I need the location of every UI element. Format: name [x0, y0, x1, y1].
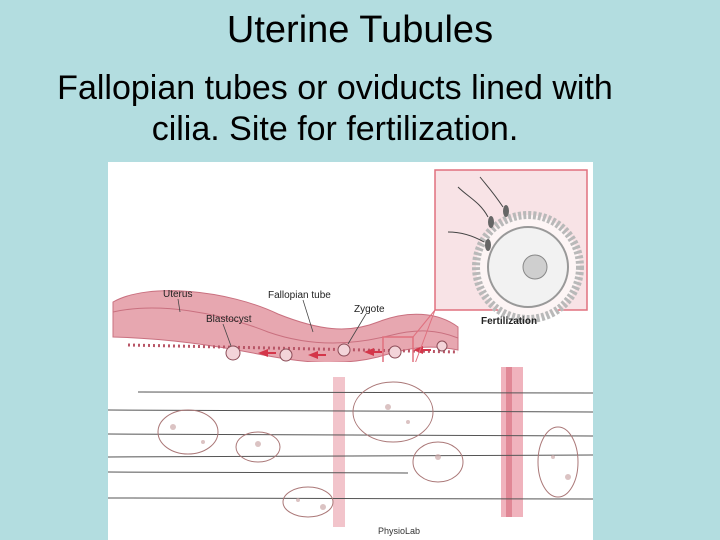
egg-nucleus [522, 254, 548, 280]
fertilization-diagram: Fertilization Uterus Fallopian tube Blas… [108, 169, 593, 540]
embryo-cell [337, 343, 351, 357]
slide-body-text: Fallopian tubes or oviducts lined with c… [57, 69, 613, 148]
movement-arrows [258, 346, 431, 359]
zygote-leader [347, 313, 367, 345]
zoom-line [412, 309, 436, 338]
fertilization-label: Fertilization [481, 316, 537, 327]
figure-credit: PhysioLab [378, 526, 420, 536]
fallopian-tube-label: Fallopian tube [268, 290, 331, 301]
blastocyst-cell [225, 345, 241, 361]
morula-cell [279, 348, 293, 362]
zygote-cell [436, 340, 448, 352]
slide-title: Uterine Tubules [226, 9, 494, 51]
blastocyst-leader [222, 323, 232, 347]
uterus-label: Uterus [163, 289, 192, 300]
fertilization-figure: Fertilization Uterus Fallopian tube Blas… [108, 162, 593, 540]
sperm-tails [447, 176, 504, 243]
uterus-shape [112, 290, 459, 364]
uterus-leader [177, 298, 181, 313]
embryo-cell [388, 345, 402, 359]
blastocyst-label: Blastocyst [206, 314, 252, 325]
fallopian-tube-leader [302, 299, 314, 333]
cilia-lining [127, 343, 459, 354]
tissue-micrographs [108, 362, 593, 540]
zoom-line [412, 309, 436, 370]
zygote-label: Zygote [354, 304, 385, 315]
sperm-heads [485, 205, 509, 251]
